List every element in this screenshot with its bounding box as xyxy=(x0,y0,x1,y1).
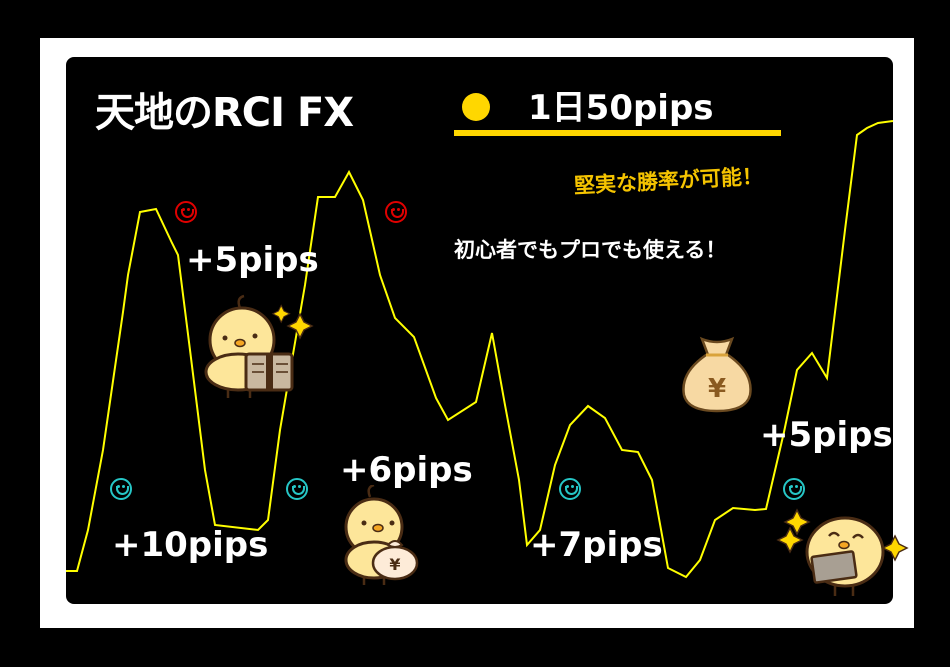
bullet-dot-icon xyxy=(462,93,490,121)
chart-panel xyxy=(66,57,893,604)
pips-label: +7pips xyxy=(530,525,663,565)
chick-with-money-stack-icon xyxy=(204,294,314,398)
chick-with-yen-bag-icon: ¥ xyxy=(344,485,419,585)
pips-label: +6pips xyxy=(340,450,473,490)
chick-with-cash-icon xyxy=(776,508,909,596)
smiley-cyan-icon xyxy=(110,478,132,500)
headline-underline xyxy=(454,130,781,136)
pips-label: +5pips xyxy=(186,240,319,280)
smiley-red-icon xyxy=(175,201,197,223)
page-title: 天地のRCI FX xyxy=(95,90,354,136)
pips-label: +5pips xyxy=(760,415,893,455)
smiley-cyan-icon xyxy=(783,478,805,500)
smiley-cyan-icon xyxy=(559,478,581,500)
smiley-red-icon xyxy=(385,201,407,223)
yen-money-bag-icon: ¥ xyxy=(682,336,752,413)
tagline-for-everyone: 初心者でもプロでも使える！ xyxy=(454,238,727,262)
svg-text:¥: ¥ xyxy=(389,555,400,574)
pips-label: +10pips xyxy=(112,525,269,565)
headline: 1日50pips xyxy=(528,88,714,128)
svg-text:¥: ¥ xyxy=(708,374,726,404)
smiley-cyan-icon xyxy=(286,478,308,500)
rci-line xyxy=(66,120,894,579)
